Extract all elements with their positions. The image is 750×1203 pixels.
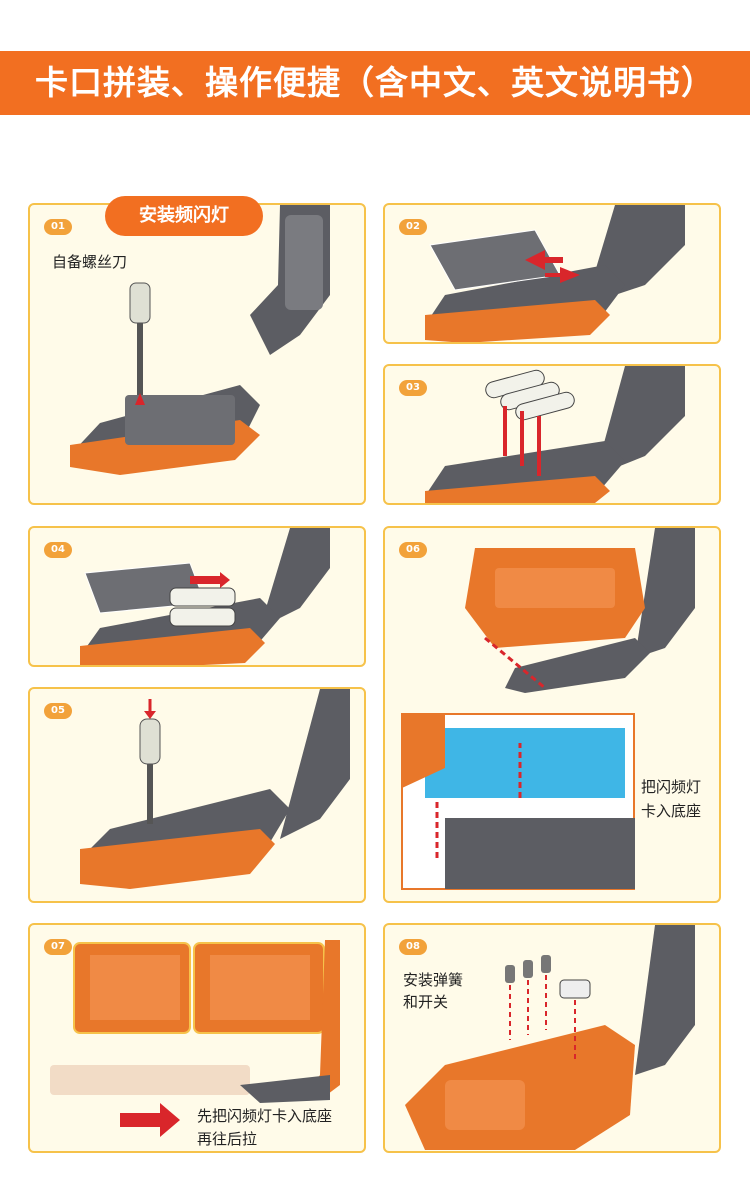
step-05-illustration bbox=[80, 689, 350, 889]
step-02-illustration bbox=[425, 205, 685, 342]
step-06-illustration bbox=[401, 528, 695, 890]
step-06-caption-line2: 卡入底座 bbox=[641, 802, 702, 820]
step-number-badge: 04 bbox=[44, 542, 72, 558]
step-number-badge: 01 bbox=[44, 219, 72, 235]
step-07-caption-line2: 再往后拉 bbox=[197, 1130, 258, 1148]
step-number-badge: 05 bbox=[44, 703, 72, 719]
header-banner: 卡口拼装、操作便捷（含中文、英文说明书） bbox=[0, 51, 750, 115]
step-number-badge: 03 bbox=[399, 380, 427, 396]
step-03-illustration bbox=[425, 366, 685, 503]
step-01-panel: 01 自备螺丝刀 bbox=[28, 203, 366, 505]
step-08-caption-line1: 安装弹簧 bbox=[403, 971, 464, 989]
page-title: 卡口拼装、操作便捷（含中文、英文说明书） bbox=[35, 63, 715, 102]
step-03-panel: 03 bbox=[383, 364, 721, 505]
step-02-panel: 02 bbox=[383, 203, 721, 344]
section-title-badge: 安装频闪灯 bbox=[105, 196, 263, 236]
step-01-caption: 自备螺丝刀 bbox=[52, 253, 128, 271]
step-05-panel: 05 bbox=[28, 687, 366, 903]
step-number-badge: 02 bbox=[399, 219, 427, 235]
step-01-illustration bbox=[70, 205, 330, 475]
step-07-panel: 07 先把闪频灯卡入底座 再往后拉 bbox=[28, 923, 366, 1153]
step-number-badge: 07 bbox=[44, 939, 72, 955]
step-06-panel: 06 把闪频灯 卡入底座 bbox=[383, 526, 721, 903]
step-07-caption-line1: 先把闪频灯卡入底座 bbox=[197, 1107, 333, 1125]
step-08-caption-line2: 和开关 bbox=[403, 993, 449, 1011]
step-number-badge: 06 bbox=[399, 542, 427, 558]
step-07-illustration bbox=[50, 940, 340, 1137]
step-number-badge: 08 bbox=[399, 939, 427, 955]
step-04-illustration bbox=[80, 528, 330, 665]
step-08-illustration bbox=[405, 925, 695, 1150]
step-08-panel: 08 安装弹簧 和开关 bbox=[383, 923, 721, 1153]
step-04-panel: 04 bbox=[28, 526, 366, 667]
step-06-caption-line1: 把闪频灯 bbox=[641, 778, 702, 796]
